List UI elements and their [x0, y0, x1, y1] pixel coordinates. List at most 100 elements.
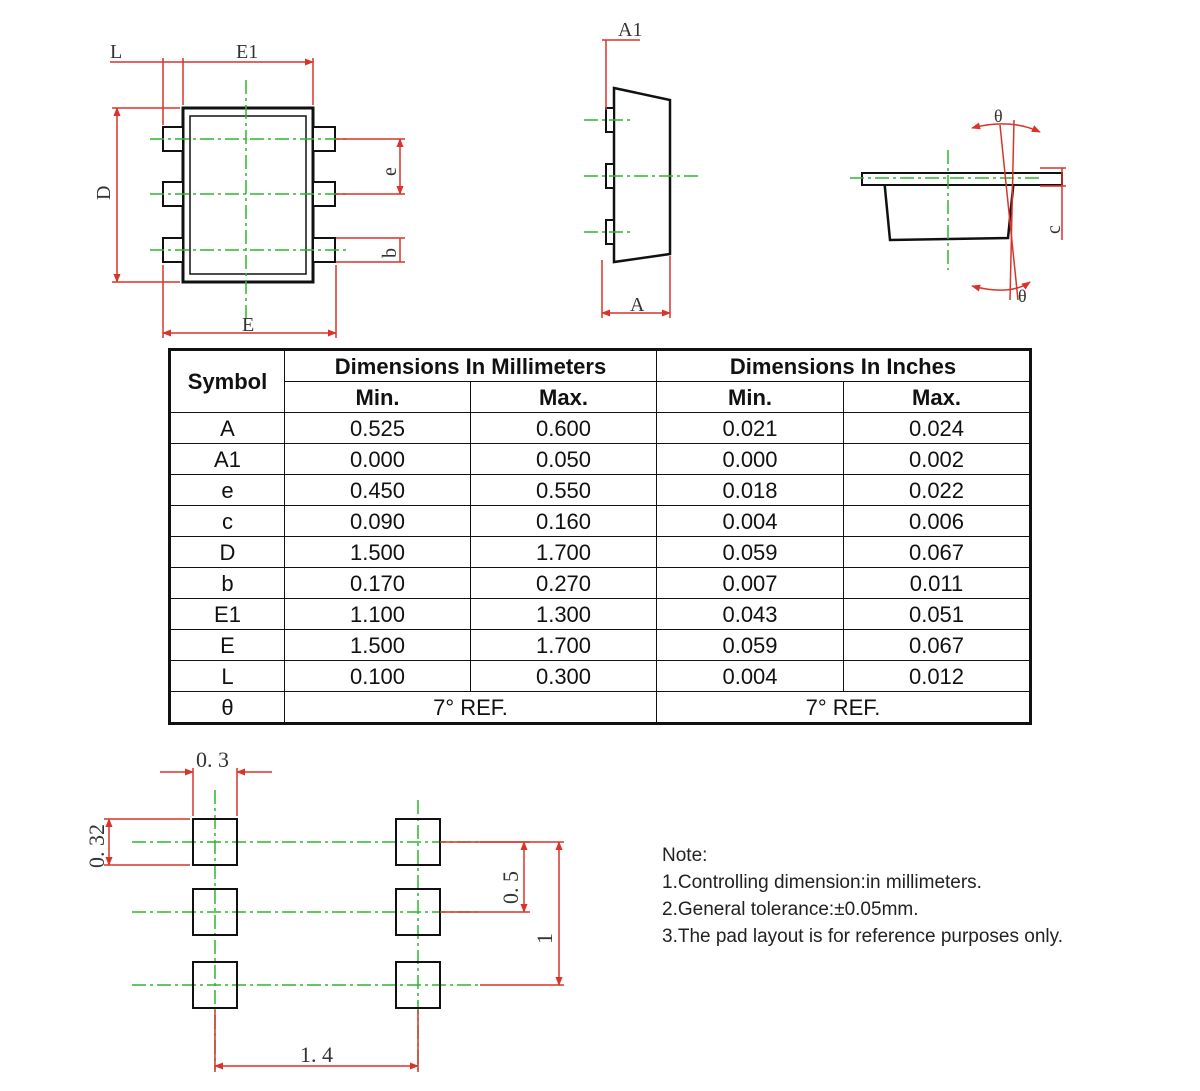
label-row-distance: 1. 4: [300, 1042, 333, 1067]
header-inches: Dimensions In Inches: [655, 349, 1032, 382]
cell-mm-max: 1.300: [470, 598, 657, 630]
note-item: 2.General tolerance:±0.05mm.: [662, 899, 919, 920]
cell-in-min: 0.059: [656, 536, 844, 568]
cell-in-max: 0.067: [842, 536, 1032, 568]
cell-in-max: 0.022: [842, 474, 1032, 506]
cell-in-min: 0.043: [656, 598, 844, 630]
cell-symbol: L: [169, 660, 285, 692]
table-row: b 0.170 0.270 0.007 0.011: [169, 567, 1032, 599]
label-L: L: [110, 41, 122, 63]
note-item: 1.Controlling dimension:in millimeters.: [662, 872, 982, 893]
cell-symbol: c: [169, 505, 285, 537]
label-pad-height: 0. 32: [84, 824, 109, 868]
cell-mm-max: 0.050: [470, 443, 657, 475]
label-E: E: [242, 314, 254, 336]
cell-symbol: E1: [169, 598, 285, 630]
cell-in-min: 0.007: [656, 567, 844, 599]
table-row: A1 0.000 0.050 0.000 0.002: [169, 443, 1032, 475]
table-row-theta: θ 7° REF. 7° REF.: [169, 691, 1032, 724]
cell-in-max: 0.051: [842, 598, 1032, 630]
cell-in-max: 0.012: [842, 660, 1032, 692]
cell-mm-max: 0.600: [470, 412, 657, 444]
label-span: 1: [532, 933, 557, 944]
cell-in-max: 0.002: [842, 443, 1032, 475]
label-theta-top: θ: [994, 106, 1003, 126]
label-e: e: [379, 167, 401, 176]
cell-in-ref: 7° REF.: [655, 691, 1032, 724]
note-item: 3.The pad layout is for reference purpos…: [662, 926, 1063, 947]
cell-in-min: 0.059: [656, 629, 844, 661]
cell-mm-min: 0.090: [284, 505, 471, 537]
lead-detail-lead: [861, 172, 1063, 186]
cell-mm-min: 0.000: [284, 443, 471, 475]
side-view-body: [612, 86, 672, 264]
dimensions-table: Symbol Dimensions In Millimeters Dimensi…: [168, 348, 1033, 725]
table-row: E1 1.100 1.300 0.043 0.051: [169, 598, 1032, 630]
header-millimeters: Dimensions In Millimeters: [284, 349, 657, 382]
lead-detail-body: [882, 176, 1016, 242]
pad: [192, 818, 238, 866]
top-view: L E1 D e b E: [93, 41, 405, 338]
lead-detail-center-lines: [850, 150, 1040, 270]
package-body-outline: [181, 106, 315, 284]
pad: [192, 961, 238, 1009]
cell-symbol: A: [169, 412, 285, 444]
pad-layout: 0. 3 0. 32 0. 5 1 1. 4: [84, 747, 564, 1072]
label-A: A: [630, 294, 645, 316]
cell-mm-max: 1.700: [470, 536, 657, 568]
header-in-max: Max.: [842, 381, 1032, 413]
cell-symbol: θ: [169, 691, 285, 724]
cell-in-min: 0.004: [656, 660, 844, 692]
cell-symbol: e: [169, 474, 285, 506]
label-pad-width: 0. 3: [196, 747, 229, 772]
cell-in-max: 0.067: [842, 629, 1032, 661]
cell-mm-min: 0.525: [284, 412, 471, 444]
label-D: D: [93, 186, 115, 200]
cell-mm-min: 0.100: [284, 660, 471, 692]
cell-symbol: b: [169, 567, 285, 599]
top-view-center-lines: [150, 80, 350, 320]
cell-mm-max: 0.550: [470, 474, 657, 506]
label-E1: E1: [236, 41, 258, 63]
cell-in-max: 0.006: [842, 505, 1032, 537]
pad: [395, 961, 441, 1009]
label-theta-bottom: θ: [1018, 286, 1027, 306]
pad: [395, 888, 441, 936]
pad-layout-dimensions: [104, 768, 564, 1072]
pad: [192, 888, 238, 936]
header-in-min: Min.: [656, 381, 844, 413]
cell-mm-ref: 7° REF.: [284, 691, 657, 724]
pad-squares: [192, 818, 441, 1009]
side-view-dimensions: [601, 39, 671, 318]
cell-in-min: 0.004: [656, 505, 844, 537]
cell-symbol: E: [169, 629, 285, 661]
lead-detail-dimensions: [971, 119, 1066, 301]
top-view-dimensions: [110, 58, 405, 338]
cell-mm-max: 0.270: [470, 567, 657, 599]
cell-symbol: D: [169, 536, 285, 568]
cell-mm-min: 1.500: [284, 629, 471, 661]
label-c: c: [1043, 225, 1065, 234]
table-row: L 0.100 0.300 0.004 0.012: [169, 660, 1032, 692]
cell-mm-min: 0.170: [284, 567, 471, 599]
cell-in-min: 0.021: [656, 412, 844, 444]
cell-mm-max: 0.160: [470, 505, 657, 537]
side-view: A1 A: [584, 19, 700, 318]
cell-mm-min: 1.500: [284, 536, 471, 568]
notes-title: Note:: [662, 845, 708, 866]
header-symbol: Symbol: [169, 349, 285, 413]
cell-mm-min: 1.100: [284, 598, 471, 630]
cell-in-max: 0.024: [842, 412, 1032, 444]
header-mm-max: Max.: [470, 381, 657, 413]
table-row: e 0.450 0.550 0.018 0.022: [169, 474, 1032, 506]
table-row: D 1.500 1.700 0.059 0.067: [169, 536, 1032, 568]
label-b: b: [379, 248, 401, 258]
package-body-inner: [189, 115, 307, 275]
table-row: E 1.500 1.700 0.059 0.067: [169, 629, 1032, 661]
cell-in-max: 0.011: [842, 567, 1032, 599]
cell-in-min: 0.018: [656, 474, 844, 506]
notes-block: Note: 1.Controlling dimension:in millime…: [662, 842, 1063, 950]
cell-in-min: 0.000: [656, 443, 844, 475]
side-view-center-lines: [584, 119, 700, 233]
